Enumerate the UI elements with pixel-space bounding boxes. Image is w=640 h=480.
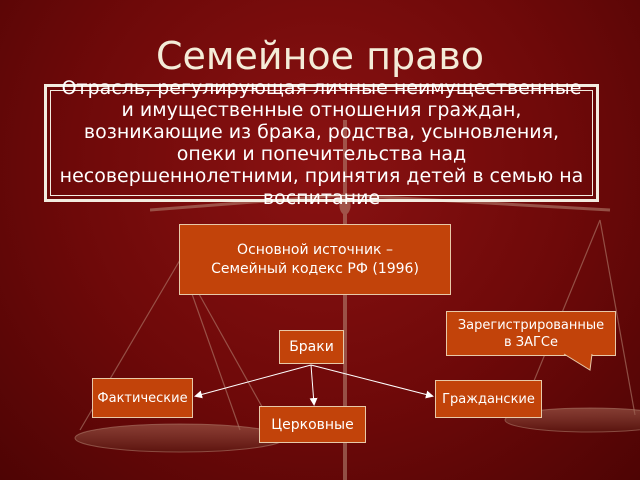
definition-text: Отрасль, регулирующая личные неимуществе… xyxy=(59,77,584,209)
main-source-node: Основной источник – Семейный кодекс РФ (… xyxy=(179,224,451,295)
registered-callout-tail xyxy=(563,353,593,371)
registered-callout-line-2: в ЗАГСе xyxy=(503,334,558,350)
registered-callout-line-1: Зарегистрированные xyxy=(457,317,605,333)
civil-marriages-node: Гражданские xyxy=(435,380,542,418)
definition-inner-border: Отрасль, регулирующая личные неимуществе… xyxy=(50,77,593,209)
church-marriages-node: Церковные xyxy=(259,406,366,443)
definition-box: Отрасль, регулирующая личные неимуществе… xyxy=(44,77,599,209)
actual-marriages-node: Фактические xyxy=(92,378,193,418)
page-title: Семейное право xyxy=(155,34,485,78)
main-source-line-1: Основной источник – xyxy=(237,241,393,258)
marriages-node: Браки xyxy=(279,330,344,364)
main-source-line-2: Семейный кодекс РФ (1996) xyxy=(211,260,419,277)
registered-callout: Зарегистрированные в ЗАГСе xyxy=(446,311,616,356)
